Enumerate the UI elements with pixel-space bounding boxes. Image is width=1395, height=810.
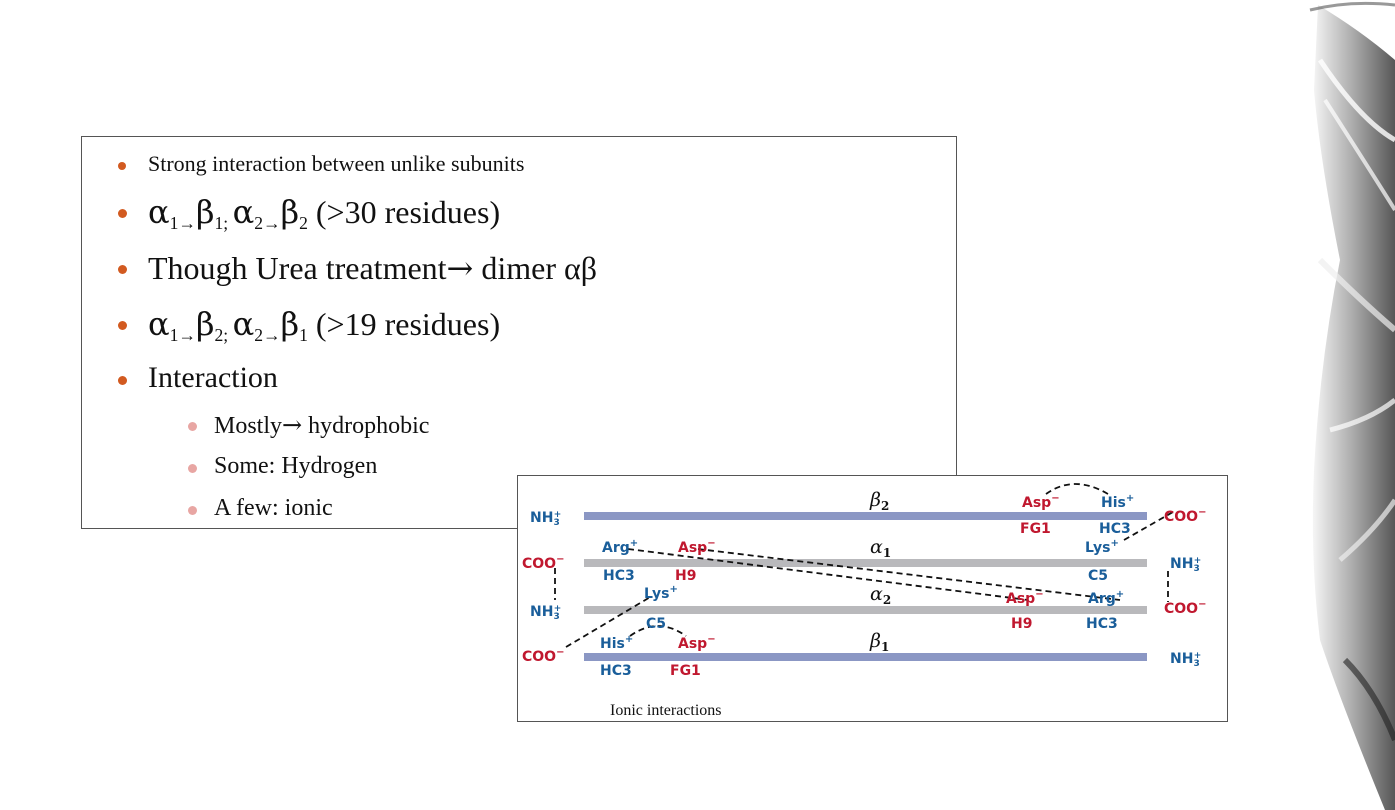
chain-label-beta2: β2 — [869, 489, 889, 513]
chain-label-alpha2: α2 — [870, 583, 891, 607]
chain-label-alpha1: α1 — [870, 536, 891, 560]
residue-asp-alpha1: Asp− — [678, 538, 716, 556]
position-fg1-beta1: FG1 — [670, 663, 701, 679]
bullet-list-box: Strong interaction between unlike subuni… — [81, 136, 957, 529]
chain-bar-beta1 — [584, 653, 1147, 661]
chain-bar-beta2 — [584, 512, 1147, 520]
residue-asp-beta1: Asp− — [678, 634, 716, 652]
terminus-coo-beta1: COO− — [522, 647, 564, 665]
position-hc3-beta1: HC3 — [600, 663, 632, 679]
subbullet-text: A few: ionic — [214, 495, 333, 521]
terminus-nh3-alpha2: NH3+ — [530, 604, 561, 622]
residue-arg-alpha1: Arg+ — [602, 538, 638, 556]
dash-asp-arg-a1-a2 — [697, 548, 1121, 601]
residue-arg-alpha2: Arg+ — [1088, 589, 1124, 607]
bullet-text: α1→β2; α2→β1 (>19 residues) — [148, 305, 501, 346]
position-fg1-beta2: FG1 — [1020, 521, 1051, 537]
bullet-dot — [118, 265, 127, 274]
residue-asp-beta2: Asp− — [1022, 493, 1060, 511]
arrow-icon: → — [282, 411, 303, 439]
subbullet-text: Mostly→ hydrophobic — [214, 411, 430, 439]
bullet-dot — [118, 321, 127, 330]
terminus-nh3-beta2: NH3+ — [530, 510, 561, 528]
position-h9-alpha1: H9 — [675, 568, 696, 584]
residue-lys-alpha1: Lys+ — [1085, 538, 1119, 556]
position-hc3-alpha1: HC3 — [603, 568, 635, 584]
position-h9-alpha2: H9 — [1011, 616, 1032, 632]
dash-his-asp-b1 — [629, 625, 687, 637]
position-hc3-beta2: HC3 — [1099, 521, 1131, 537]
subbullet-dot — [188, 506, 197, 515]
ionic-interactions-diagram: β2 α1 α2 β1 NH3+ COO− NH3+ COO− COO− NH3… — [522, 483, 1206, 719]
chain-bar-alpha2 — [584, 606, 1147, 614]
residue-asp-alpha2: Asp− — [1006, 589, 1044, 607]
bullet-text: α1→β1; α2→β2 (>30 residues) — [148, 193, 501, 234]
arrow-icon: → — [446, 249, 474, 287]
terminus-nh3-alpha1: NH3+ — [1170, 556, 1201, 574]
chain-bar-alpha1 — [584, 559, 1147, 567]
terminus-coo-alpha1: COO− — [522, 554, 564, 572]
subbullet-text: Some: Hydrogen — [214, 453, 378, 479]
bullet-text: Though Urea treatment→ dimer αβ — [148, 249, 598, 287]
residue-his-beta2: His+ — [1101, 493, 1134, 511]
position-c5-alpha2: C5 — [646, 616, 666, 632]
terminus-coo-beta2: COO− — [1164, 507, 1206, 525]
ionic-interactions-figure: β2 α1 α2 β1 NH3+ COO− NH3+ COO− COO− NH3… — [517, 475, 1228, 722]
residue-his-beta1: His+ — [600, 634, 633, 652]
bullet-text: Interaction — [148, 361, 278, 394]
residue-lys-alpha2: Lys+ — [644, 584, 678, 602]
bullet-dot — [118, 162, 126, 170]
chain-label-beta1: β1 — [869, 630, 889, 654]
figure-caption: Ionic interactions — [610, 702, 722, 719]
dash-arg-asp-a1-a2 — [627, 548, 1029, 601]
subbullet-dot — [188, 422, 197, 431]
position-c5-alpha1: C5 — [1088, 568, 1108, 584]
bullet-dot — [118, 376, 127, 385]
decorative-swirl-graphic — [1309, 1, 1395, 810]
terminus-coo-alpha2: COO− — [1164, 599, 1206, 617]
bullet-text: Strong interaction between unlike subuni… — [148, 151, 525, 176]
terminus-nh3-beta1: NH3+ — [1170, 651, 1201, 669]
subbullet-dot — [188, 464, 197, 473]
dash-asp-his-top — [1045, 483, 1109, 495]
bullet-dot — [118, 209, 127, 218]
position-hc3-alpha2: HC3 — [1086, 616, 1118, 632]
dash-coo-lys-left — [565, 595, 653, 648]
